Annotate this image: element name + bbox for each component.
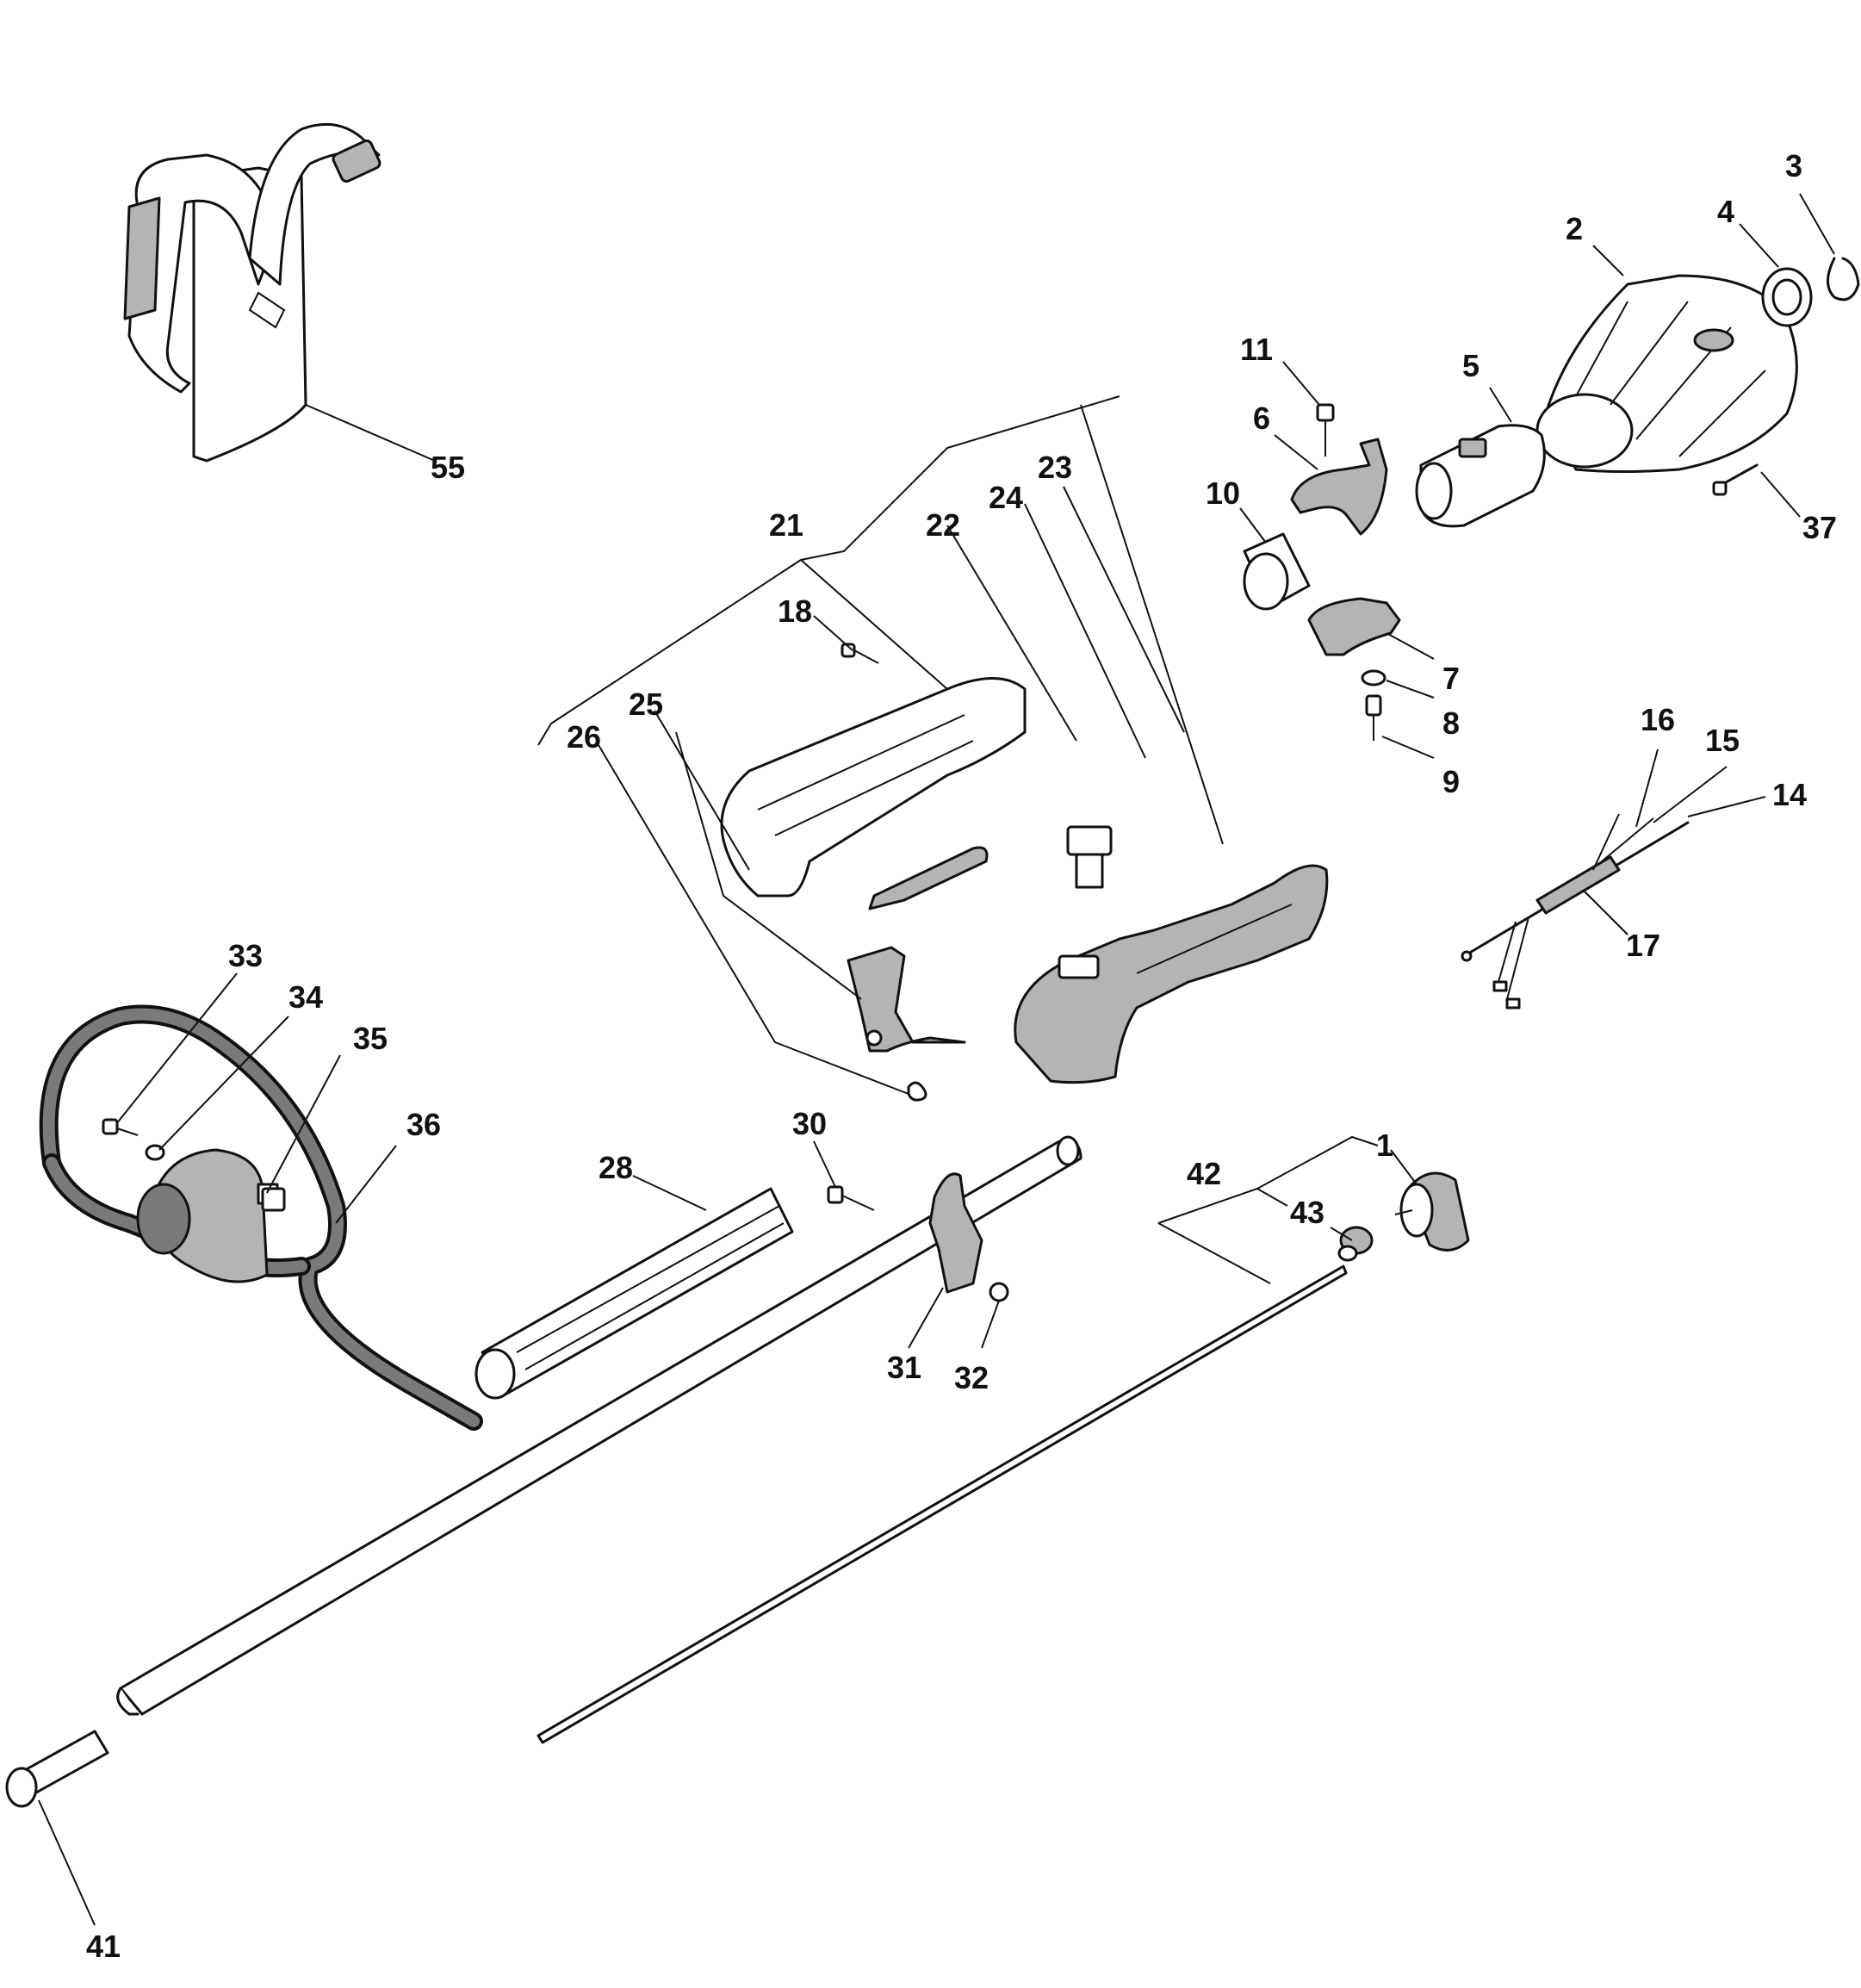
part-3-circlip xyxy=(1827,257,1860,301)
callout-42: 42 xyxy=(1187,1156,1221,1191)
callout-3: 3 xyxy=(1785,148,1802,183)
part-26-spring xyxy=(907,1081,927,1102)
callout-24: 24 xyxy=(989,480,1023,515)
callout-18: 18 xyxy=(778,593,812,629)
part-23-switch xyxy=(1066,825,1113,889)
callout-31: 31 xyxy=(887,1350,921,1385)
part-42-drive-shaft xyxy=(537,1264,1348,1744)
callout-15: 15 xyxy=(1705,723,1740,758)
part-18-screw xyxy=(841,643,879,664)
part-35-nut xyxy=(261,1187,286,1212)
callout-2: 2 xyxy=(1566,211,1583,246)
part-43-bushing xyxy=(1337,1226,1374,1262)
callout-41: 41 xyxy=(86,1929,121,1964)
callout-36: 36 xyxy=(406,1107,441,1142)
callout-5: 5 xyxy=(1462,348,1479,383)
callout-30: 30 xyxy=(792,1106,827,1141)
part-9-screw xyxy=(1365,694,1382,741)
part-24-lever xyxy=(868,846,989,910)
part-55-harness xyxy=(123,122,382,463)
part-7-clamp-bottom xyxy=(1307,597,1401,656)
callout-17: 17 xyxy=(1626,928,1660,963)
callout-37: 37 xyxy=(1802,510,1837,545)
callout-28: 28 xyxy=(599,1150,633,1185)
callout-32: 32 xyxy=(954,1360,989,1395)
part-22-handle-housing xyxy=(720,677,1027,898)
part-21-grip xyxy=(1014,864,1329,1084)
callout-26: 26 xyxy=(567,719,601,755)
part-8-washer xyxy=(1361,669,1386,686)
callout-11: 11 xyxy=(1240,332,1273,367)
part-10-bushing xyxy=(1243,532,1311,611)
part-32-nut xyxy=(989,1282,1009,1302)
part-2-cone-guard xyxy=(1535,274,1798,473)
callout-35: 35 xyxy=(353,1021,388,1056)
callout-34: 34 xyxy=(288,979,323,1015)
callout-25: 25 xyxy=(629,686,663,722)
callout-33: 33 xyxy=(228,938,263,973)
part-5-coupling xyxy=(1415,424,1546,528)
part-28-grip-sleeve xyxy=(475,1187,794,1400)
callout-9: 9 xyxy=(1442,764,1460,799)
drive-tube xyxy=(5,1135,1082,1808)
callout-23: 23 xyxy=(1038,450,1072,485)
callout-16: 16 xyxy=(1641,702,1675,737)
leader-lines xyxy=(38,193,1835,1926)
callout-6: 6 xyxy=(1253,401,1270,436)
part-6-clamp-top xyxy=(1290,438,1388,536)
callout-10: 10 xyxy=(1206,475,1240,511)
part-11-screw xyxy=(1316,403,1335,457)
callout-22: 22 xyxy=(926,507,960,543)
callout-43: 43 xyxy=(1290,1195,1324,1230)
part-25-trigger xyxy=(847,946,966,1053)
callout-55: 55 xyxy=(431,450,465,485)
callout-labels: 1 2 3 4 5 6 7 8 9 10 11 14 15 16 17 18 2… xyxy=(86,148,1837,1964)
part-37-screw xyxy=(1712,463,1759,496)
part-36-handlebar xyxy=(39,1004,483,1431)
part-30-screw xyxy=(827,1185,875,1211)
part-4-bearing xyxy=(1761,267,1813,327)
callout-7: 7 xyxy=(1442,661,1460,696)
part-33-screw xyxy=(102,1118,139,1136)
callout-21: 21 xyxy=(769,507,803,543)
part-17-cable-assembly xyxy=(1461,813,1690,1010)
callout-1: 1 xyxy=(1376,1128,1393,1163)
callout-4: 4 xyxy=(1717,194,1734,229)
part-1-end-cap xyxy=(1394,1171,1470,1252)
callout-14: 14 xyxy=(1772,777,1807,812)
callout-8: 8 xyxy=(1442,705,1460,741)
part-31-clamp xyxy=(928,1172,983,1294)
